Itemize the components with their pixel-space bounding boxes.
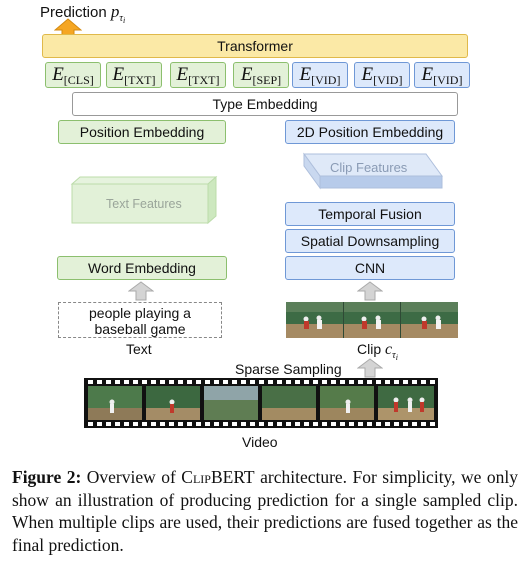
figure-number: Figure 2: [12,467,82,487]
type-embedding-box: Type Embedding [72,92,458,116]
position-embedding-box: Position Embedding [58,120,226,144]
text-up-arrow [128,281,154,301]
video-label: Video [242,434,278,450]
clip-features-label: Clip Features [330,160,408,175]
figure-caption: Figure 2: Overview of ClipBERT architect… [12,467,518,555]
cnn-box: CNN [285,256,455,280]
sparse-sampling-arrow [357,358,383,378]
temporal-fusion-box: Temporal Fusion [285,202,455,226]
clip-label: Clip cτi [357,341,398,362]
spatial-downsampling-box: Spatial Downsampling [285,229,455,253]
embedding-token: E[CLS] [45,62,101,88]
sparse-sampling-label: Sparse Sampling [235,361,342,377]
text-input-box: people playing a baseball game [58,302,222,338]
clip-frames-image [286,302,458,338]
clip-features-slab [303,152,443,190]
position-embedding-2d-box: 2D Position Embedding [285,120,455,144]
model-name: ClipBERT [181,467,255,487]
text-input-line-2: baseball game [94,321,186,337]
clip-up-arrow [357,281,383,301]
embedding-token: E[TXT] [106,62,162,88]
word-embedding-box: Word Embedding [57,256,227,280]
embedding-token: E[VID] [354,62,410,88]
embedding-token: E[TXT] [170,62,226,88]
text-features-block [70,176,218,224]
prediction-label: Prediction pτi [40,2,126,25]
text-features-label: Text Features [106,197,182,211]
text-input-line-1: people playing a [89,305,191,321]
text-label: Text [126,341,152,357]
video-film-strip [84,378,438,428]
transformer-box: Transformer [42,34,468,58]
embedding-token: E[SEP] [233,62,289,88]
embedding-token: E[VID] [414,62,470,88]
embedding-token: E[VID] [292,62,348,88]
